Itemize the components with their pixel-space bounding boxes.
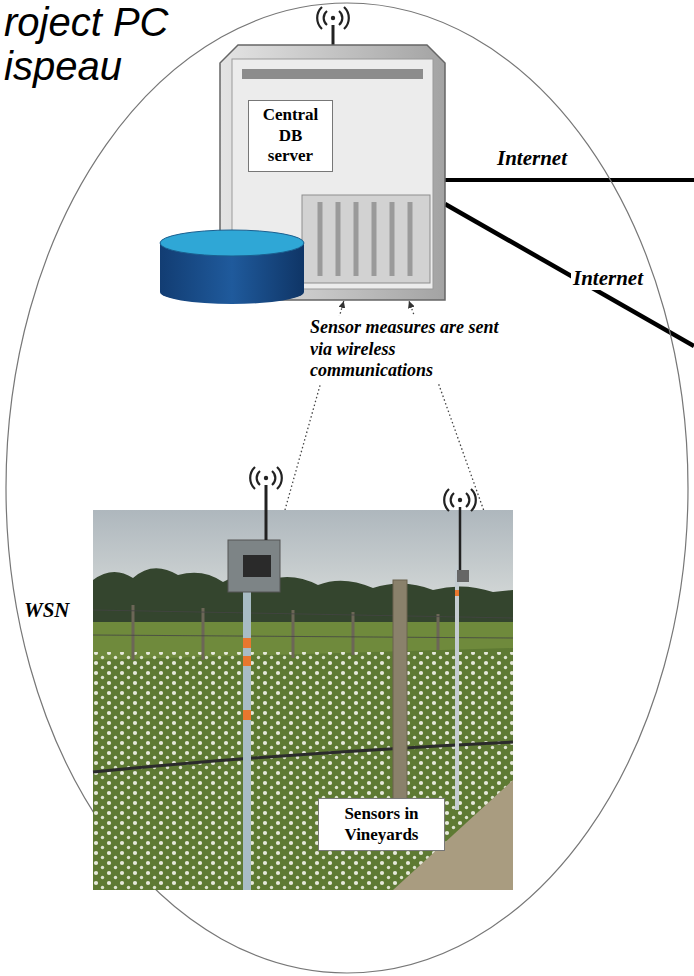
sensor-pole <box>243 590 251 890</box>
antenna-dot <box>458 498 462 502</box>
label-holder: Internet <box>571 266 645 290</box>
antenna-waves <box>444 489 476 511</box>
server-vents <box>302 195 430 283</box>
db-server: Central DB server <box>220 45 445 300</box>
wsn-region: WSN Central DB server <box>5 2 689 974</box>
vineyard-photo <box>93 510 513 890</box>
flowers <box>93 652 513 890</box>
drip-line <box>93 742 513 772</box>
antenna-dot <box>264 476 268 480</box>
region-ellipse <box>6 3 688 973</box>
grass <box>93 622 513 890</box>
title-fragment: roject PC <box>4 0 169 44</box>
connection-label: Internet <box>497 146 567 170</box>
wooden-post <box>393 580 407 835</box>
region-label: WSN <box>24 598 70 623</box>
title-fragment: ispeau <box>4 44 122 88</box>
annotation: Sensor measures are sent via wireless co… <box>308 316 506 383</box>
pole-band <box>243 710 251 720</box>
vineyard-photo-box: Sensors in Vineyards <box>93 510 513 890</box>
server-icon <box>220 45 445 300</box>
antenna-waves <box>250 467 282 489</box>
antenna-dot <box>331 16 335 20</box>
connection-label: Internet <box>571 266 645 290</box>
server-strip <box>242 69 423 79</box>
pole-band <box>243 638 251 648</box>
sensor-screen <box>243 555 271 577</box>
vine-posts <box>133 605 438 660</box>
sensor-box <box>457 570 469 582</box>
sensor-pole <box>455 565 459 810</box>
grass-shade <box>93 648 513 890</box>
node-label: Sensors in Vineyards <box>318 798 445 851</box>
pole-band <box>455 590 459 596</box>
pole-band <box>243 656 251 666</box>
internet-line <box>445 178 694 182</box>
label-holder: Internet <box>497 146 567 170</box>
antenna-mast <box>459 507 462 570</box>
node-label: Central DB server <box>248 100 333 172</box>
database-top <box>160 230 304 256</box>
vent-slots <box>320 202 410 276</box>
label-holder: Sensor measures are sent via wireless co… <box>308 316 506 383</box>
antenna-mast <box>265 485 268 540</box>
label-holder: ispeau <box>4 44 122 88</box>
label-holder: roject PC <box>4 0 169 44</box>
sensor-box <box>228 540 280 592</box>
trellis-wires <box>93 610 513 638</box>
antenna-waves <box>317 7 349 29</box>
antenna-mast <box>332 25 335 45</box>
